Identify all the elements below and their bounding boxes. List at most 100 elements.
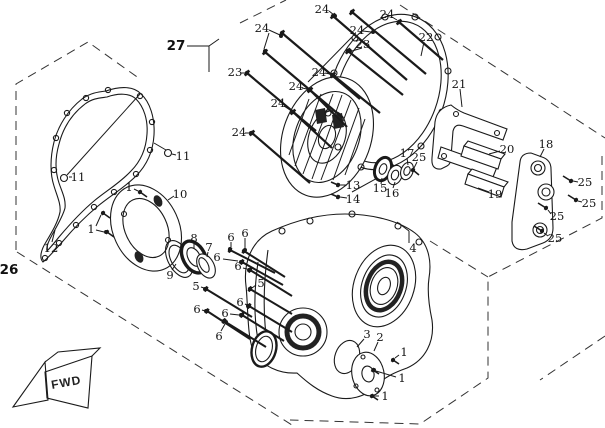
- leader-line: [268, 29, 281, 36]
- leader-dot: [411, 168, 415, 172]
- callout-24: 24: [255, 21, 270, 35]
- callout-6: 6: [234, 259, 241, 273]
- part-2-cover-plate: [351, 351, 385, 397]
- gasket-bolt-holes: [41, 86, 156, 262]
- leader-dot: [101, 211, 105, 215]
- leader-dot: [330, 73, 334, 77]
- leader-line: [356, 338, 365, 348]
- callout-8: 8: [190, 231, 197, 245]
- callout-25: 25: [578, 175, 593, 189]
- callout-24: 24: [315, 2, 330, 16]
- leader-dot: [239, 260, 243, 264]
- part-20-mount: [460, 140, 506, 170]
- leader-line: [283, 105, 291, 111]
- leader-line: [324, 72, 331, 75]
- part-10-plate: [110, 184, 182, 272]
- border-group26: [16, 251, 293, 426]
- leader-dot: [239, 313, 243, 317]
- callout-1: 1: [125, 180, 132, 194]
- leader-dot: [247, 268, 251, 272]
- leader-line: [477, 187, 490, 193]
- leader-dot: [372, 368, 376, 372]
- callout-15: 15: [373, 181, 388, 195]
- callout-11: 11: [176, 149, 191, 163]
- washer-11-b: [59, 173, 69, 183]
- fwd-arrow: FWD: [11, 347, 102, 409]
- border-left: [15, 41, 141, 250]
- callout-6: 6: [227, 230, 234, 244]
- leader-line: [301, 87, 308, 90]
- part-7-cap: [196, 253, 216, 279]
- callout-24: 24: [271, 96, 286, 110]
- leader-line: [171, 263, 177, 271]
- callout-1: 1: [400, 345, 407, 359]
- leader-line: [95, 229, 105, 233]
- callout-1: 1: [87, 222, 94, 236]
- callout-11: 11: [71, 170, 86, 184]
- leader-line: [171, 153, 177, 156]
- callout-20: 20: [500, 142, 515, 156]
- leader-line: [220, 323, 226, 332]
- part-22-cover: [279, 13, 452, 198]
- leader-line: [391, 16, 398, 21]
- leader-line: [459, 88, 463, 108]
- callout-5: 5: [257, 276, 264, 290]
- callout-6: 6: [221, 306, 228, 320]
- leader-line: [51, 229, 56, 243]
- leader-dot: [391, 358, 395, 362]
- leader-dot: [370, 394, 374, 398]
- callout-23: 23: [356, 37, 371, 51]
- bolt-part-24: [348, 8, 427, 75]
- leader-dot: [138, 190, 142, 194]
- leader-dot: [246, 304, 250, 308]
- callout-25: 25: [548, 231, 563, 245]
- group-labels: 27 26: [0, 38, 185, 278]
- leader-dot: [243, 248, 247, 252]
- border-corner-br: [539, 335, 605, 381]
- callout-6: 6: [236, 295, 243, 309]
- callout-5: 5: [192, 279, 199, 293]
- group-label-26: 26: [0, 262, 18, 278]
- fwd-label: FWD: [50, 373, 82, 392]
- callout-2: 2: [376, 330, 383, 344]
- group-label-27: 27: [167, 38, 186, 54]
- leader-line: [362, 30, 372, 33]
- leader-line: [373, 341, 379, 352]
- leader-dot: [544, 206, 548, 210]
- callout-13: 13: [346, 178, 361, 192]
- callout-9: 9: [166, 268, 173, 282]
- callout-21: 21: [452, 77, 467, 91]
- leader-dot: [224, 320, 228, 324]
- callout-24: 24: [350, 23, 365, 37]
- callout-19: 19: [488, 187, 503, 201]
- callout-16: 16: [385, 186, 400, 200]
- leader-dot: [574, 198, 578, 202]
- leader-line: [488, 150, 501, 155]
- part-19-mount: [464, 168, 509, 198]
- leader-line: [547, 209, 552, 215]
- border-inner: [429, 240, 489, 278]
- callout-24: 24: [289, 79, 304, 93]
- lower-cover-lugs: [278, 210, 423, 246]
- leader-line: [406, 157, 409, 166]
- callout-leaders: [51, 10, 583, 398]
- leader-line: [577, 200, 583, 203]
- callout-14: 14: [346, 192, 361, 206]
- cover-ribs: [288, 93, 366, 181]
- border-top-right: [399, 4, 605, 139]
- callout-23: 23: [228, 65, 243, 79]
- callout-7: 7: [205, 240, 212, 254]
- washer-11-a: [163, 148, 173, 158]
- part-18-bracket: [511, 152, 555, 251]
- callout-24: 24: [380, 7, 395, 21]
- leader-dot: [336, 183, 340, 187]
- border-top: [239, 0, 287, 24]
- callout-10: 10: [173, 187, 188, 201]
- leader-line: [167, 195, 175, 201]
- leader-line: [206, 251, 209, 258]
- leader-line: [328, 10, 335, 16]
- group-27-bracket: [187, 38, 220, 72]
- leader-line: [263, 32, 270, 50]
- leader-line: [222, 258, 239, 262]
